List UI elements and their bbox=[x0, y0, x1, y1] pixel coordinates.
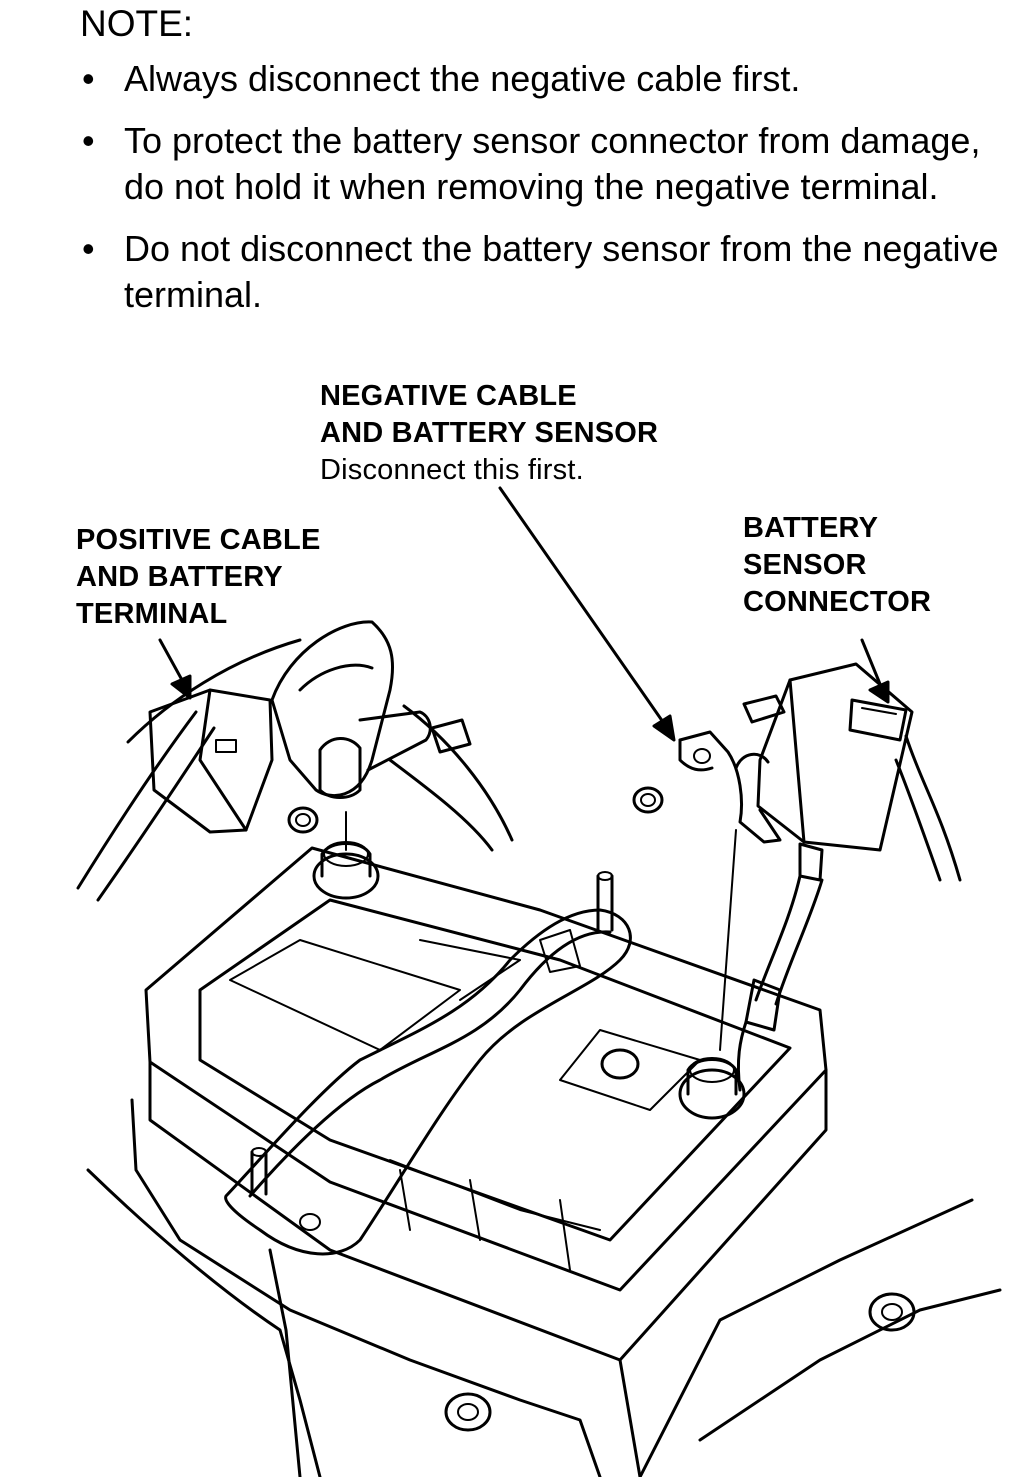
note-item: • Do not disconnect the battery sensor fr… bbox=[82, 226, 1012, 318]
note-list: • Always disconnect the negative cable fi… bbox=[82, 56, 1012, 334]
bullet: • bbox=[82, 58, 95, 99]
positive-label-line-1: POSITIVE CABLE bbox=[76, 524, 321, 556]
note-item-text: Always disconnect the negative cable fir… bbox=[124, 58, 801, 99]
positive-cable-terminal bbox=[76, 620, 514, 902]
note-title: NOTE: bbox=[80, 3, 194, 44]
negative-label-line-2: AND BATTERY SENSOR bbox=[320, 417, 659, 449]
note-item: • Always disconnect the negative cable fi… bbox=[82, 56, 1012, 102]
negative-cable-label: NEGATIVE CABLE AND BATTERY SENSOR Discon… bbox=[320, 378, 658, 489]
bullet: • bbox=[82, 228, 95, 269]
hold-down-bracket bbox=[224, 871, 632, 1256]
connector-label-line-3: CONNECTOR bbox=[743, 586, 932, 618]
connector-label-line-2: SENSOR bbox=[743, 549, 867, 581]
note-item-text: Do not disconnect the battery sensor fro… bbox=[124, 228, 999, 315]
battery-tray bbox=[86, 1098, 1002, 1477]
positive-label-line-2: AND BATTERY bbox=[76, 561, 283, 593]
note-item: • To protect the battery sensor connector… bbox=[82, 118, 1012, 210]
negative-label-instruction: Disconnect this first. bbox=[320, 454, 584, 486]
battery bbox=[144, 841, 828, 1362]
bullet: • bbox=[82, 120, 95, 161]
negative-label-line-1: NEGATIVE CABLE bbox=[320, 380, 577, 412]
note-item-text: To protect the battery sensor connector … bbox=[124, 120, 981, 207]
connector-label-line-1: BATTERY bbox=[743, 512, 879, 544]
positive-cable-label: POSITIVE CABLE AND BATTERY TERMINAL bbox=[76, 522, 321, 633]
battery-sensor-connector-label: BATTERY SENSOR CONNECTOR bbox=[743, 510, 931, 621]
negative-cable-sensor bbox=[632, 662, 962, 1092]
positive-label-line-3: TERMINAL bbox=[76, 598, 228, 630]
